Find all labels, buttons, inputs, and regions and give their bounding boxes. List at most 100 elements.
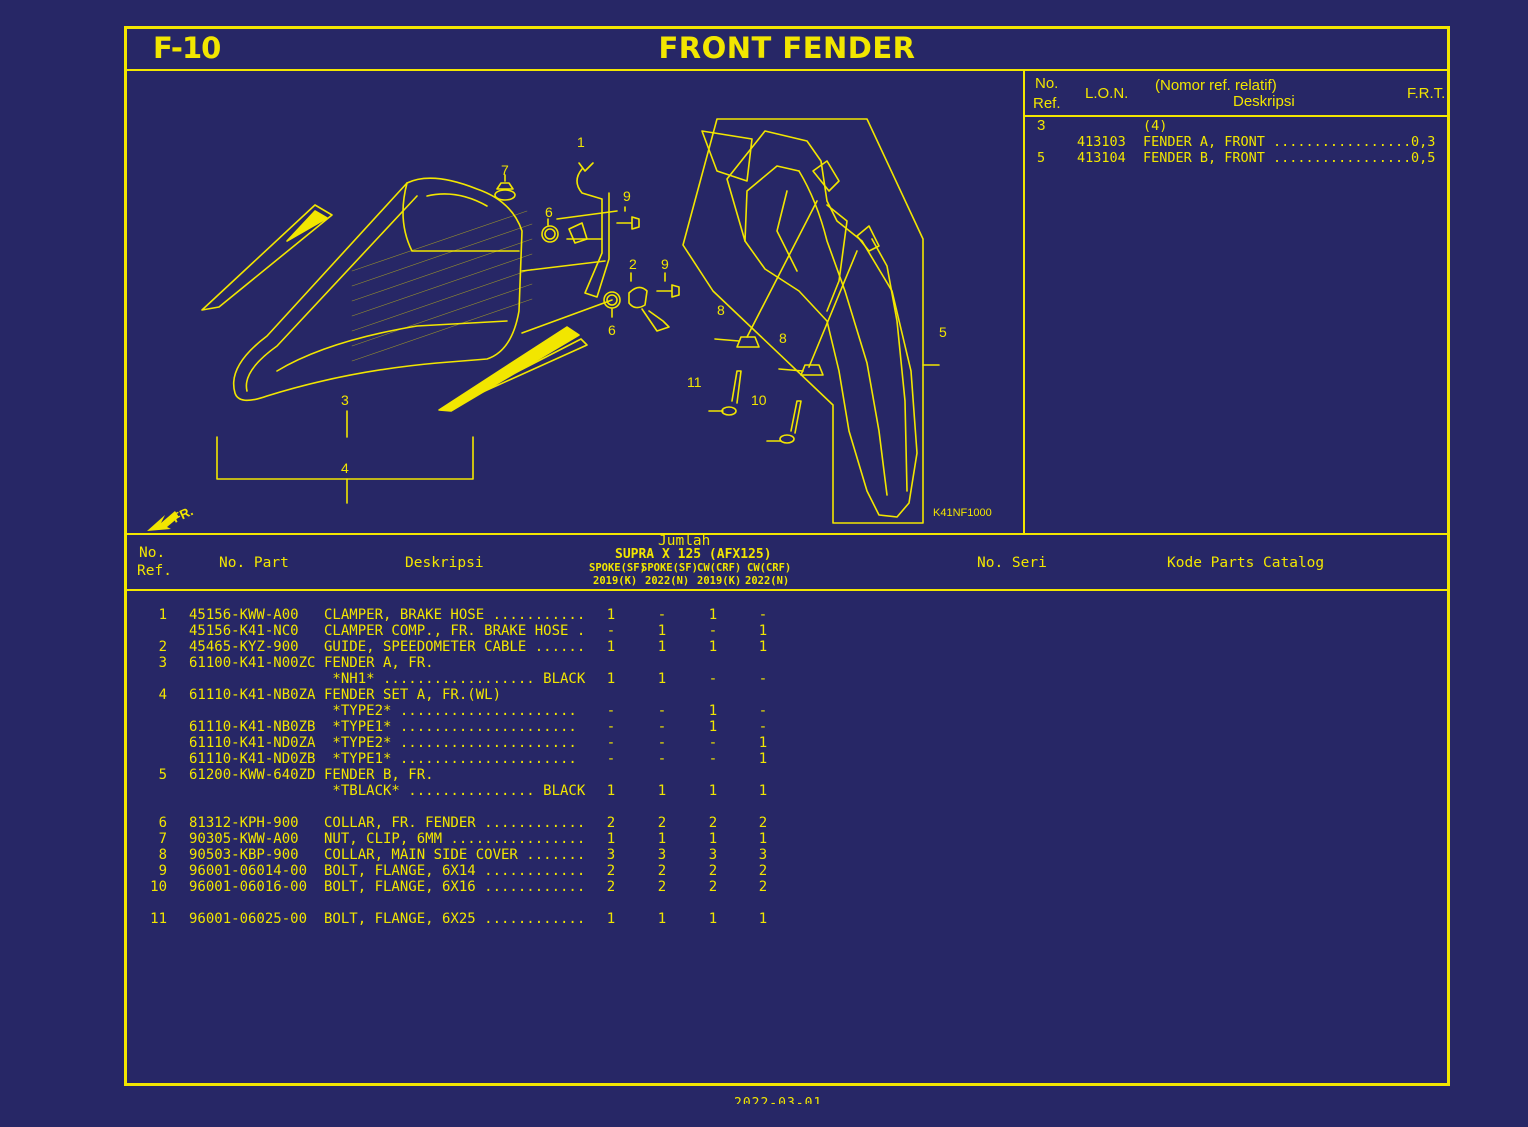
part-qty: 2: [708, 879, 718, 895]
part-qty: -: [758, 671, 768, 687]
part-qty: -: [606, 751, 616, 767]
part-qty: 1: [657, 831, 667, 847]
col-ref-header: Ref.: [137, 563, 172, 579]
part-qty: 1: [758, 783, 768, 799]
print-date: 2022-03-01: [734, 1096, 823, 1104]
section-code: F-10: [153, 31, 221, 65]
table-row: 61110-K41-NB0ZB *TYPE1* ................…: [127, 719, 827, 735]
index-desc: FENDER B, FRONT .................: [1143, 150, 1412, 166]
part-qty: 1: [708, 783, 718, 799]
part-number: 61200-KWW-640ZD: [189, 767, 316, 783]
part-qty: 1: [606, 783, 616, 799]
year-2: 2022(N): [645, 575, 690, 587]
part-qty: 1: [708, 831, 718, 847]
part-number: 61100-K41-N00ZC: [189, 655, 316, 671]
part-qty: -: [657, 719, 667, 735]
part-ref: 1: [158, 607, 167, 623]
part-qty: 1: [657, 671, 667, 687]
part-description: NUT, CLIP, 6MM ................: [324, 831, 586, 847]
front-direction-label: FR.: [170, 503, 195, 525]
callout-numbers: 1 7 9 6 2 9 6 3 4 8 8 5 11 10: [341, 134, 947, 476]
col-desc-header: Deskripsi: [405, 555, 484, 571]
part-description: *TYPE1* .....................: [324, 751, 577, 767]
part-qty: 2: [657, 815, 667, 831]
part-ref: 10: [150, 879, 167, 895]
part-qty: 1: [758, 831, 768, 847]
part-qty: -: [758, 719, 768, 735]
part-qty: -: [708, 751, 718, 767]
part-qty: 1: [758, 751, 768, 767]
part-qty: 1: [708, 639, 718, 655]
diagram-divider: [127, 533, 1447, 535]
part-qty: 1: [708, 719, 718, 735]
part-qty: 3: [758, 847, 768, 863]
callout-6b: 6: [608, 322, 616, 338]
part-qty: 1: [657, 911, 667, 927]
part-number: 61110-K41-NB0ZA: [189, 687, 316, 703]
part-qty: 2: [708, 815, 718, 831]
index-lon-header: L.O.N.: [1085, 85, 1129, 102]
part-description: *TYPE1* .....................: [324, 719, 577, 735]
part-description: FENDER B, FR.: [324, 767, 434, 783]
part-description: BOLT, FLANGE, 6X16 ............: [324, 879, 586, 895]
part-qty: 1: [606, 671, 616, 687]
figure-code: K41NF1000: [933, 507, 992, 519]
part-qty: -: [708, 623, 718, 639]
part-qty: 1: [758, 623, 768, 639]
index-lon: 413103: [1077, 134, 1126, 150]
callout-3: 3: [341, 392, 349, 408]
part-number: 61110-K41-NB0ZB: [189, 719, 316, 735]
part-description: CLAMPER COMP., FR. BRAKE HOSE .: [324, 623, 586, 639]
part-description: *TBLACK* ............... BLACK: [324, 783, 586, 799]
part-qty: 1: [708, 607, 718, 623]
callout-10: 10: [751, 392, 767, 408]
part-qty: 1: [606, 831, 616, 847]
part-qty: 1: [606, 911, 616, 927]
exploded-diagram: FR. 1 7 9 6 2 9 6 3 4 8 8 5 11 10: [147, 118, 947, 531]
part-qty: 3: [657, 847, 667, 863]
part-ref: 4: [158, 687, 167, 703]
part-qty: -: [606, 703, 616, 719]
part-qty: 1: [758, 911, 768, 927]
part-description: COLLAR, MAIN SIDE COVER .......: [324, 847, 586, 863]
part-qty: -: [657, 703, 667, 719]
callout-1: 1: [577, 134, 585, 150]
part-number: 96001-06016-00: [189, 879, 308, 895]
part-description: *NH1* .................. BLACK: [324, 671, 586, 687]
parts-sheet: F-10 FRONT FENDER: [124, 26, 1450, 1086]
index-lon: 413104: [1077, 150, 1126, 166]
part-description: FENDER A, FR.: [324, 655, 434, 671]
part-number: 96001-06025-00: [189, 911, 308, 927]
part-qty: -: [606, 623, 616, 639]
part-qty: -: [758, 607, 768, 623]
index-no-header: No.: [1035, 75, 1059, 92]
part-qty: 1: [657, 639, 667, 655]
part-number: 45156-KWW-A00: [189, 607, 299, 623]
table-header-divider: [127, 589, 1447, 591]
part-qty: 2: [606, 879, 616, 895]
col-no-header: No.: [139, 545, 166, 561]
part-qty: 1: [758, 735, 768, 751]
part-ref: 11: [150, 911, 167, 927]
part-description: FENDER SET A, FR.(WL): [324, 687, 502, 703]
part-qty: -: [657, 751, 667, 767]
part-qty: 1: [657, 783, 667, 799]
index-frt: 0,5: [1411, 150, 1436, 166]
callout-8b: 8: [779, 330, 787, 346]
part-description: COLLAR, FR. FENDER ............: [324, 815, 586, 831]
table-row: 61110-K41-ND0ZA *TYPE2* ................…: [127, 735, 827, 751]
part-number: 45465-KYZ-900: [189, 639, 299, 655]
callout-7: 7: [501, 162, 509, 178]
index-ref: 3: [1037, 117, 1046, 134]
part-description: GUIDE, SPEEDOMETER CABLE ......: [324, 639, 586, 655]
col-catalog-header: Kode Parts Catalog: [1167, 555, 1325, 571]
part-qty: 1: [657, 623, 667, 639]
part-qty: -: [606, 735, 616, 751]
